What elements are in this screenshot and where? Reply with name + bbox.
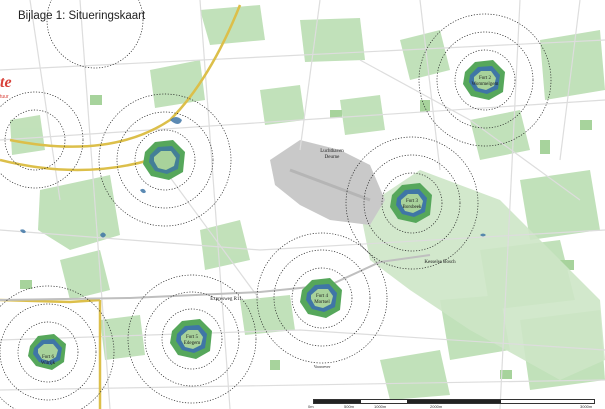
- road-label: Expresweg R11: [210, 297, 242, 302]
- fort-2-label-line1: Fort 2: [479, 76, 492, 81]
- scale-labels: 0m 500m 1000m 2000m 3000m: [308, 404, 603, 409]
- fort-3-label-line1: Fort 3: [406, 199, 419, 204]
- scale-label: 3000m: [580, 404, 593, 409]
- place-labels: Luchthaven Deurne Kesselse Bosch Expresw…: [210, 149, 456, 369]
- brand-subtitle: tuur: [0, 94, 9, 100]
- scale-bar: [313, 399, 595, 404]
- fort-3-label-line2: Borsbeek: [403, 205, 422, 210]
- fort-5-label-line1: Fort 5: [186, 335, 199, 340]
- scale-label: 0m: [308, 404, 314, 409]
- green-areas: [10, 5, 605, 400]
- fort-6-label-line1: Fort 6: [42, 355, 55, 360]
- scale-label: 500m: [344, 404, 355, 409]
- fort-rings: [0, 0, 552, 409]
- fort-6-label-line2: Wilrijk: [41, 361, 56, 366]
- ring-road: [0, 254, 431, 301]
- fort-labels: Fort 5 Edegem Fort 6 Wilrijk Fort 4 Mort…: [41, 76, 499, 366]
- park-label: Kesselse Bosch: [424, 260, 456, 265]
- fort-4-label-line1: Fort 4: [316, 294, 329, 299]
- airport-label-line2: Deurne: [325, 155, 340, 160]
- map-title: Bijlage 1: Situeringskaart: [18, 10, 146, 22]
- brand-logo: te: [0, 74, 12, 91]
- fort-bodies: [28, 60, 505, 370]
- scale-label: 1000m: [374, 404, 387, 409]
- fort-5-label-line2: Edegem: [184, 341, 200, 346]
- airport-label-line1: Luchthaven: [320, 149, 344, 154]
- small-green-patches: [20, 95, 592, 379]
- scale-label: 2000m: [430, 404, 443, 409]
- fort-2-label-line2: Wommelgem: [472, 82, 499, 87]
- fort-4-label-line2: Mortsel: [314, 300, 330, 305]
- edge-label: Vooroever: [314, 364, 331, 369]
- forest-belt: [360, 170, 605, 380]
